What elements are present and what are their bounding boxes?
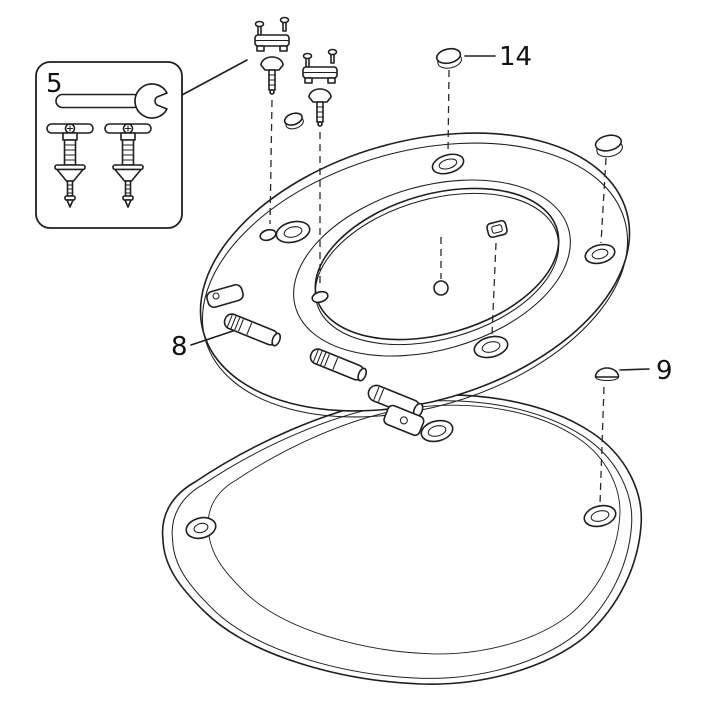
seat-bumper-left — [275, 220, 311, 244]
small-cap-drawing — [283, 112, 304, 130]
buffer-cap-9-drawing — [594, 367, 620, 382]
seat-hinge-hole-left — [259, 228, 277, 242]
leader-line-9 — [619, 368, 650, 371]
seat-fixing-assembly-right — [302, 48, 338, 127]
lid-bumper-top — [420, 419, 454, 443]
guide-line-part-14 — [447, 69, 450, 155]
seat-bumper-right-edge — [584, 243, 616, 265]
part-callout-14: 14 — [464, 42, 532, 72]
part-callout-9: 9 — [619, 356, 673, 386]
seat-bumper-lower — [473, 335, 509, 359]
lid-hinge-drawing — [185, 516, 217, 540]
seat-hinge-hole-right — [311, 290, 329, 304]
wrench-icon — [55, 83, 168, 119]
part-label-14: 14 — [499, 42, 532, 72]
part-label-8: 8 — [171, 332, 188, 362]
guide-line-part-9 — [599, 386, 605, 505]
lid-bumper-right — [583, 504, 617, 528]
fixing-kit-inset: 5 — [35, 59, 248, 229]
lid-drawing — [161, 394, 643, 685]
seat-hinge-lug — [206, 283, 244, 309]
guide-line-fixing-left — [269, 99, 273, 225]
hinge-bracket-drawing — [383, 404, 425, 437]
part-callout-8: 8 — [171, 330, 234, 362]
seat-buffer-pad-drawing — [486, 219, 508, 239]
inset-callout-line — [181, 59, 248, 96]
seat-cap-right-drawing — [594, 134, 623, 158]
seat-bumper-top — [431, 153, 465, 175]
part-label-5: 5 — [46, 69, 63, 99]
guide-line-buffer-pad — [491, 242, 497, 336]
seat-center-hole — [433, 280, 449, 296]
guide-line-seat-cap — [600, 157, 607, 244]
seat-fixing-assembly-left — [254, 16, 290, 95]
buffer-cap-14-drawing — [435, 47, 462, 69]
leader-line-8 — [190, 330, 234, 346]
part-label-9: 9 — [656, 356, 673, 386]
